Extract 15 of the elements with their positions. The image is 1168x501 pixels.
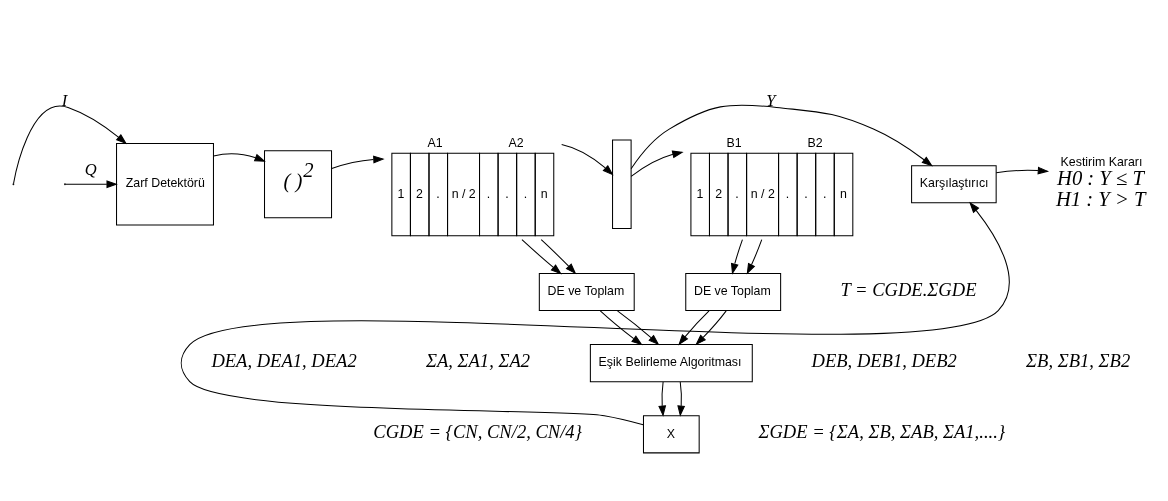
label: ΣA, ΣA1, ΣA2 bbox=[425, 349, 531, 371]
label: DEA, DEA1, DEA2 bbox=[211, 349, 357, 371]
label: ΣB, ΣB1, ΣB2 bbox=[1026, 349, 1131, 371]
node-text: Kestirim Kararı H0 : Y ≤ T H1 : Y > T bbox=[1055, 155, 1146, 210]
label: ΣGDE = {ΣA, ΣB, ΣAB, ΣA1,....} bbox=[758, 420, 1006, 442]
node-label: B2 bbox=[807, 135, 823, 150]
edge-label: Q bbox=[84, 159, 97, 179]
label: T = CGDE.ΣGDE bbox=[840, 278, 977, 300]
edge-label: I bbox=[61, 91, 68, 111]
label: CGDE = {CN, CN/2, CN/4} bbox=[373, 420, 583, 442]
node-label: A2 bbox=[508, 135, 524, 150]
edge-label: Y bbox=[766, 91, 776, 111]
node-label: B1 bbox=[726, 135, 742, 150]
label: DEB, DEB1, DEB2 bbox=[811, 349, 957, 371]
node-label: A1 bbox=[427, 135, 443, 150]
